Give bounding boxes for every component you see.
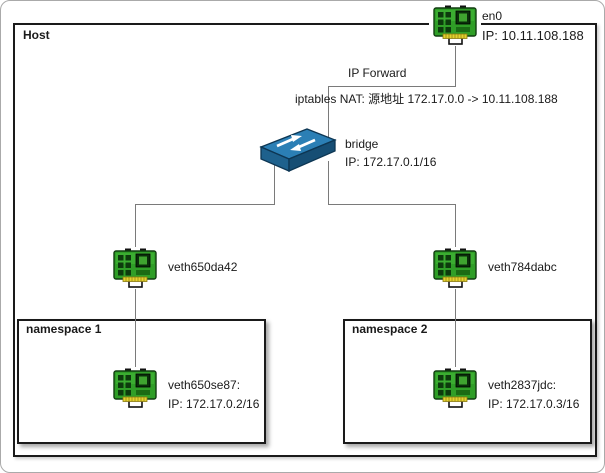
connector-bridge-left-drop (274, 159, 275, 205)
connector-left-horizontal (135, 204, 275, 205)
nic-icon-en0 (429, 4, 481, 46)
connector-right-horizontal (328, 204, 456, 205)
nic-icon-veth650se87 (109, 367, 161, 409)
veth-left-label: veth650da42 (168, 260, 238, 274)
connector-nat-horizontal (328, 86, 456, 87)
namespace2-label: namespace 2 (352, 322, 428, 336)
connector-veth-pair-right (455, 283, 456, 373)
bridge-switch-icon (259, 128, 337, 172)
namespace2-box (343, 319, 592, 444)
host-label: Host (23, 28, 50, 42)
en0-ip-label: IP: 10.11.108.188 (482, 28, 584, 43)
connector-en0-drop (455, 39, 456, 87)
bridge-ip-label: IP: 172.17.0.1/16 (345, 155, 437, 169)
ns1-veth-ip-label: IP: 172.17.0.2/16 (168, 397, 260, 411)
ns2-veth-name-label: veth2837jdc: (488, 378, 557, 392)
connector-veth-pair-left (135, 283, 136, 373)
ns2-veth-ip-label: IP: 172.17.0.3/16 (488, 397, 580, 411)
veth-right-label: veth784dabc (488, 260, 557, 274)
bridge-label: bridge (345, 137, 379, 151)
connector-bridge-right-drop (328, 161, 329, 205)
nic-icon-veth650da42 (109, 247, 161, 289)
en0-label: en0 (482, 9, 503, 23)
connector-to-veth-right (455, 204, 456, 252)
namespace1-box (17, 319, 266, 444)
connector-to-bridge (328, 86, 329, 141)
connector-to-veth-left (135, 204, 136, 252)
iptables-nat-label: iptables NAT: 源地址 172.17.0.0 -> 10.11.10… (295, 92, 558, 106)
namespace1-label: namespace 1 (26, 322, 102, 336)
ns1-veth-name-label: veth650se87: (168, 378, 241, 392)
ip-forward-label: IP Forward (348, 66, 407, 80)
nic-icon-veth784dabc (429, 247, 481, 289)
nic-icon-veth2837jdc (429, 367, 481, 409)
